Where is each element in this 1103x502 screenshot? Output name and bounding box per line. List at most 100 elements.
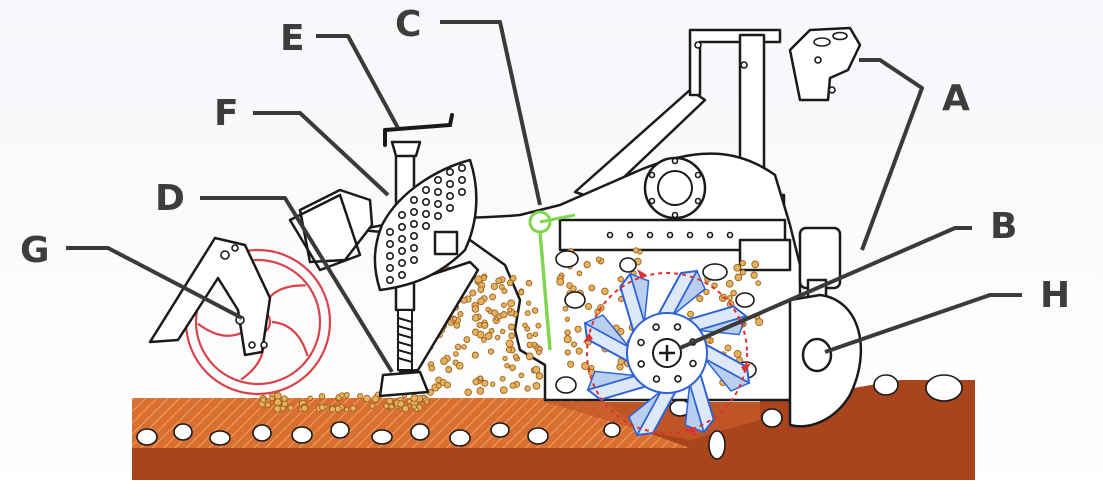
seed-grain (726, 280, 733, 287)
seed-grain (584, 262, 590, 268)
seed-grain (478, 298, 485, 305)
seed-grain (728, 296, 733, 301)
seed-grain (282, 396, 288, 402)
seed-grain (731, 290, 737, 296)
seed-grain (350, 405, 356, 411)
rotor-bolt (638, 361, 644, 367)
side-bracket (740, 240, 790, 270)
seed-grain (734, 264, 741, 271)
label-C: C (395, 4, 421, 45)
seed-grain (444, 382, 450, 388)
seed-grain (270, 396, 275, 401)
plate-hole (387, 277, 393, 283)
plate-hole (423, 223, 429, 229)
stone (174, 424, 192, 440)
seed-grain (536, 373, 543, 380)
seed-grain (734, 350, 741, 357)
stone (372, 430, 392, 444)
plate-hole (459, 177, 465, 183)
seed-grain (473, 379, 479, 385)
plate-hole (411, 197, 417, 203)
seed-grain (503, 356, 507, 360)
seed-grain (464, 337, 470, 343)
seed-grain (411, 395, 418, 402)
seed-grain (370, 404, 375, 409)
seed-grain (527, 333, 533, 339)
seed-grain (446, 367, 452, 373)
seed-grain (511, 276, 517, 282)
seed-grain (508, 308, 512, 312)
hole (829, 87, 835, 93)
label-D: D (155, 178, 185, 219)
seed-grain (740, 261, 745, 266)
seed-grain (502, 289, 507, 294)
seed-grain (735, 274, 742, 281)
seed-grain (384, 404, 389, 409)
seed-grain (372, 396, 379, 403)
seed-grain (533, 383, 540, 390)
seed-grain (364, 395, 371, 402)
plate-hole (459, 189, 465, 195)
rotor-bolt (654, 376, 660, 382)
seed-grain (261, 398, 266, 403)
plate-hole (435, 201, 441, 207)
seed-grain (398, 401, 404, 407)
seed-grain (490, 294, 496, 300)
seed-grain (688, 311, 694, 317)
stone (210, 431, 230, 445)
seed-grain (387, 398, 393, 404)
stone (874, 375, 898, 395)
seed-grain (725, 345, 731, 351)
rotor-bolt (653, 324, 659, 330)
plate-hole (411, 221, 417, 227)
seed-grain (752, 261, 759, 268)
plate-hole (399, 248, 405, 254)
seed-grain (751, 272, 757, 278)
seed-grain (470, 290, 476, 296)
seed-grain (455, 344, 461, 350)
hole (741, 62, 747, 68)
seed-grain (485, 333, 492, 340)
stone (604, 423, 620, 437)
label-H: H (1040, 275, 1070, 316)
plate-hole (411, 245, 417, 251)
seed-grain (389, 404, 394, 409)
label-F: F (214, 93, 239, 134)
seed-grain (526, 301, 530, 305)
plate-hole (387, 229, 393, 235)
rotor-bolt (638, 340, 644, 346)
seed-grain (740, 270, 745, 275)
seed-grain (486, 307, 490, 311)
stone (450, 430, 470, 446)
seed-grain (472, 306, 479, 313)
seed-grain (525, 386, 530, 391)
seed-grain (525, 311, 530, 316)
seed-grain (564, 336, 571, 343)
rotor-bolt (675, 324, 681, 330)
seed-grain (488, 349, 493, 354)
plate-hole (399, 236, 405, 242)
plate-hole (399, 272, 405, 278)
plate-hole (423, 199, 429, 205)
plate-hole (435, 213, 441, 219)
seed-grain (340, 393, 345, 398)
seed-grain (308, 396, 312, 400)
seed-grain (319, 394, 325, 400)
plate-hole (387, 241, 393, 247)
seed-grain (491, 283, 497, 289)
seed-grain (502, 303, 507, 308)
seed-grain (500, 329, 505, 334)
stone (762, 409, 782, 427)
seed-grain (462, 345, 467, 350)
plate-hole (399, 212, 405, 218)
hole (695, 42, 701, 48)
seed-grain (472, 315, 479, 322)
seed-grain (280, 406, 285, 411)
seed-grain (477, 331, 484, 338)
crank-collar (392, 142, 420, 156)
plate-hole (423, 187, 429, 193)
seed-grain (618, 277, 623, 282)
plate-hole (435, 177, 441, 183)
